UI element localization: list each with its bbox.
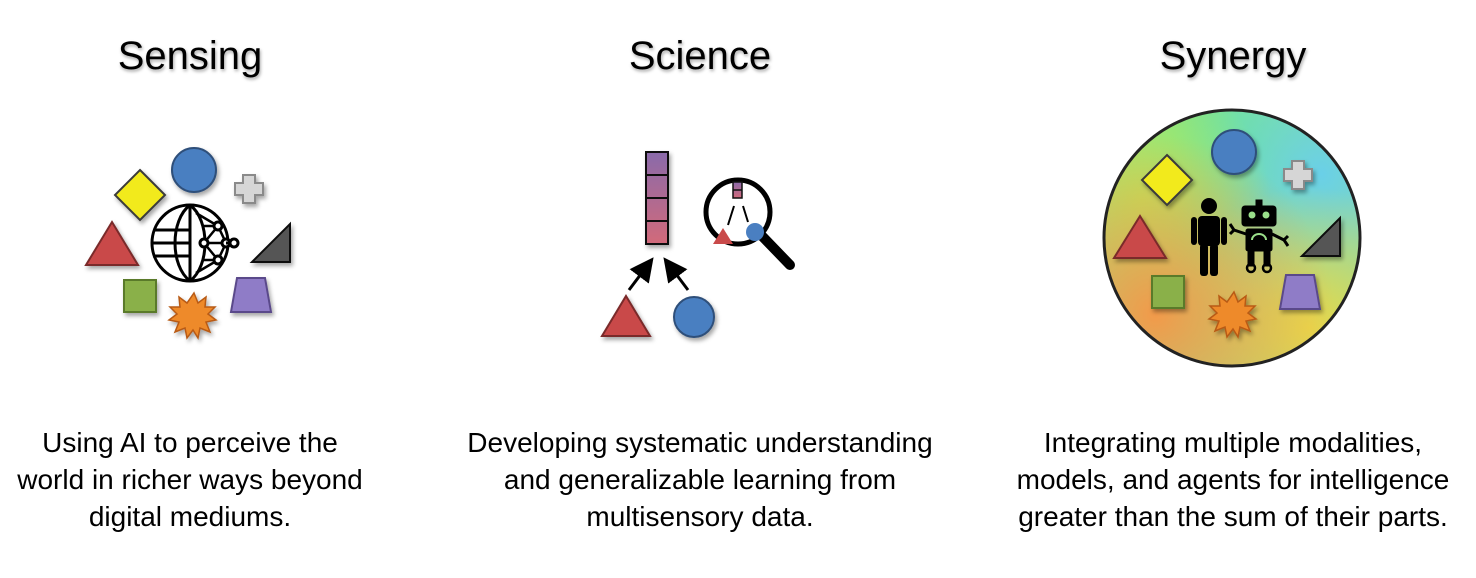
sensing-description: Using AI to perceive the world in richer… — [0, 424, 380, 535]
sensing-illustration — [84, 147, 291, 340]
cross-shape — [234, 174, 264, 204]
cross-shape — [1283, 160, 1313, 190]
synergy-panel: Synergy — [990, 0, 1476, 578]
trapezoid-shape — [229, 277, 273, 313]
star-shape — [1207, 290, 1258, 339]
trapezoid-shape — [1278, 274, 1322, 310]
science-panel: Science — [430, 0, 970, 578]
science-illustration — [600, 151, 795, 338]
person-icon — [1191, 198, 1227, 276]
triangle-dark-shape — [249, 221, 291, 263]
description-line: Using AI to perceive the — [42, 427, 338, 458]
diamond-shape — [1140, 153, 1194, 207]
embedding-vector — [645, 151, 669, 245]
science-description: Developing systematic understanding and … — [430, 424, 970, 535]
description-line: Integrating multiple modalities, — [1043, 427, 1423, 458]
description-line: multisensory data. — [586, 501, 814, 532]
triangle-dark-shape — [1299, 215, 1341, 257]
robot-icon — [1228, 199, 1290, 274]
triangle-red-shape — [84, 220, 140, 266]
square-shape — [1151, 275, 1185, 309]
triangle-red-shape — [600, 294, 652, 337]
synergy-description: Integrating multiple modalities, models,… — [990, 424, 1476, 535]
star-shape — [167, 291, 218, 340]
description-line: world in richer ways beyond — [17, 464, 363, 495]
description-line: Developing systematic understanding — [467, 427, 933, 458]
synergy-title: Synergy — [1159, 34, 1307, 78]
magnifier-icon — [703, 177, 795, 270]
diamond-shape — [113, 168, 167, 222]
description-line: greater than the sum of their parts. — [1018, 501, 1448, 532]
sensing-panel: Sensing — [0, 0, 380, 578]
description-line: models, and agents for intelligence — [1016, 464, 1450, 495]
ai-globe-icon — [150, 203, 240, 283]
triangle-red-shape — [1112, 214, 1168, 259]
circle-shape — [171, 147, 217, 193]
sensing-title: Sensing — [117, 34, 263, 78]
synergy-illustration — [1102, 108, 1362, 368]
arrow-icon — [627, 257, 654, 291]
description-line: and generalizable learning from — [503, 464, 897, 495]
description-line: digital mediums. — [88, 501, 292, 532]
circle-shape — [1211, 129, 1257, 175]
science-title: Science — [628, 34, 772, 78]
arrow-icon — [663, 257, 690, 291]
circle-shape — [673, 296, 715, 338]
square-shape — [123, 279, 157, 313]
